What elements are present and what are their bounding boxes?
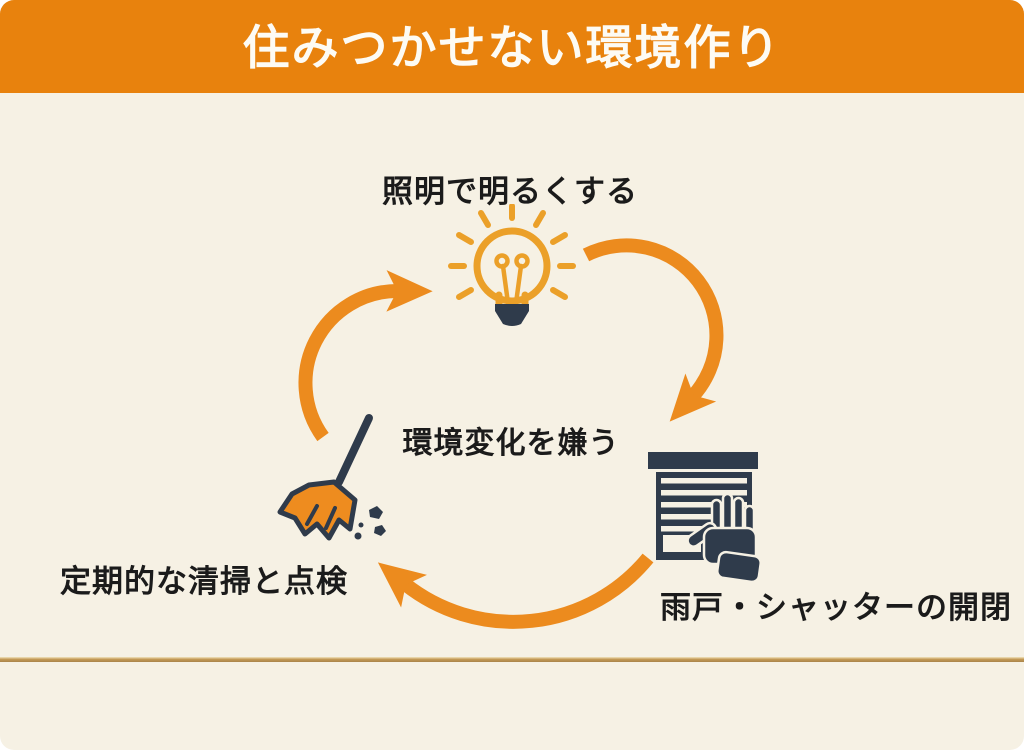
bulb-rays (448, 204, 576, 300)
header-banner: 住みつかせない環境作り (0, 0, 1024, 93)
cycle-arrow-bottom (377, 553, 654, 629)
broom-icon (277, 414, 386, 541)
broom-bristle-lines (305, 504, 337, 530)
footer-divider-line (0, 657, 1024, 662)
center-label: 環境変化を嫌う (402, 427, 620, 460)
broom-handle (335, 414, 373, 486)
lightbulb-icon (448, 204, 576, 326)
shutter-top-cap (648, 452, 758, 469)
shutter-hand-icon (648, 452, 762, 584)
bulb-neck (495, 291, 529, 308)
node-label-shutters: 雨戸・シャッターの開閉 (660, 590, 1012, 625)
node-label-lighting: 照明で明るくする (382, 174, 638, 209)
hand-icon (686, 492, 762, 584)
cycle-arrow-top-right (582, 238, 724, 422)
bulb-glass (473, 227, 551, 305)
page-title: 住みつかせない環境作り (242, 21, 782, 74)
cycle-diagram: 照明で明るくする 環境変化を嫌う 定期的な清掃と点検 雨戸・シャッターの開閉 (0, 93, 1024, 750)
broom-bristles (277, 479, 358, 541)
bulb-base (495, 304, 529, 326)
node-label-cleaning: 定期的な清掃と点検 (60, 564, 348, 599)
bulb-filament (494, 253, 530, 306)
dust-specks (354, 506, 386, 540)
